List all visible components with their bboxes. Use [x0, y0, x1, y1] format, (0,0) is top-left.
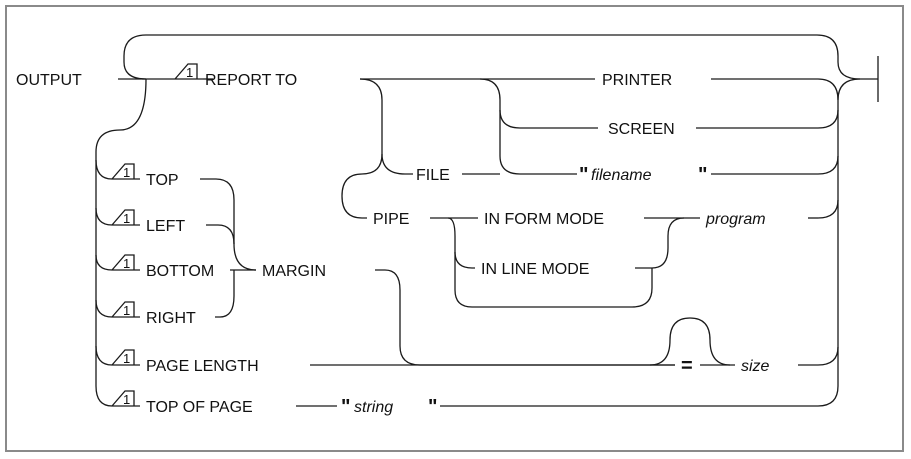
equals-sign: = [681, 355, 693, 377]
file-branch [359, 78, 413, 175]
marker-triangle-report: 1 [170, 63, 203, 80]
filename-open-quote: " [579, 164, 588, 186]
top-keyword: TOP [146, 172, 179, 189]
in-line-mode-keyword: IN LINE MODE [481, 261, 589, 278]
loop-arc [123, 34, 861, 80]
size-param: size [741, 358, 770, 375]
page-length-keyword: PAGE LENGTH [146, 358, 259, 375]
margin-to-size [375, 269, 675, 366]
marker-triangle-page-length: 1 [111, 349, 140, 366]
printer-line-out [711, 78, 839, 101]
left-branch-taps [95, 159, 113, 366]
file-keyword: FILE [416, 167, 450, 184]
left-branch-trunk [95, 78, 147, 407]
program-param: program [705, 211, 766, 228]
filename-param: filename [591, 167, 652, 184]
right-collector [817, 78, 861, 407]
string-open-quote: " [341, 396, 350, 418]
marker-triangle-left: 1 [111, 209, 140, 226]
printer-keyword: PRINTER [602, 72, 672, 89]
in-form-mode-keyword: IN FORM MODE [484, 211, 604, 228]
printer-to-filename-branch [360, 78, 577, 175]
output-keyword: OUTPUT [16, 72, 82, 89]
marker-label: 1 [186, 65, 193, 80]
line-mode-join [635, 217, 685, 269]
marker-triangle-top: 1 [111, 163, 140, 180]
string-param: string [354, 399, 393, 416]
marker-triangle-right: 1 [111, 301, 140, 318]
screen-keyword: SCREEN [608, 121, 675, 138]
top-to-margin [200, 178, 257, 271]
top-of-page-keyword: TOP OF PAGE [146, 399, 253, 416]
marker-triangle-bottom: 1 [111, 254, 140, 271]
pipe-branch [341, 153, 383, 219]
marker-label: 1 [123, 211, 130, 226]
marker-label: 1 [123, 165, 130, 180]
equals-bypass [649, 317, 731, 366]
left-to-margin [206, 224, 235, 245]
filename-close-quote: " [698, 164, 707, 186]
string-close-quote: " [428, 396, 437, 418]
right-keyword: RIGHT [146, 310, 196, 327]
right-to-margin [215, 270, 235, 318]
line-mode-branch [447, 217, 475, 269]
marker-label: 1 [123, 303, 130, 318]
screen-line-in [499, 109, 598, 129]
marker-label: 1 [123, 392, 130, 407]
marker-triangle-top-of-page: 1 [111, 390, 140, 407]
marker-label: 1 [123, 256, 130, 271]
pipe-keyword: PIPE [373, 211, 409, 228]
right-collector-taps [817, 109, 839, 366]
marker-label: 1 [123, 351, 130, 366]
left-keyword: LEFT [146, 218, 185, 235]
line-mode-loop [454, 252, 653, 308]
bottom-keyword: BOTTOM [146, 263, 214, 280]
report-to-keyword: REPORT TO [205, 72, 297, 89]
margin-keyword: MARGIN [262, 263, 326, 280]
